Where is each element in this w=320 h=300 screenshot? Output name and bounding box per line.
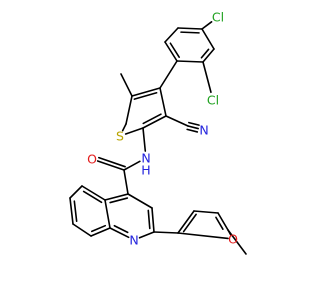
bond-1: [177, 27, 203, 30]
bond-33: [138, 231, 155, 239]
structure-canvas: Cl Cl S N N H O N O: [69, 9, 247, 255]
atom-label-s: S: [116, 129, 124, 144]
atom-label-n-amide: N: [141, 151, 150, 166]
atom-label-n-nitrile: N: [199, 123, 208, 138]
molecule-drawing: Cl Cl S N N H O N O: [69, 9, 247, 255]
bond-44: [72, 223, 92, 237]
bond-32: [147, 209, 151, 230]
bond-15: [121, 123, 127, 132]
bond-27: [96, 160, 125, 171]
bond-54: [177, 232, 229, 240]
bond-2: [180, 31, 200, 34]
bond-52: [215, 216, 224, 231]
bond-12: [131, 87, 161, 97]
bond-39: [81, 185, 106, 201]
bond-29: [123, 169, 129, 195]
bond-13: [133, 91, 158, 100]
atom-label-o-furan: O: [228, 232, 238, 247]
bond-20: [120, 73, 133, 97]
bond-46: [90, 224, 107, 233]
bond-50: [193, 210, 219, 214]
atom-label-n-quinoline: N: [129, 233, 138, 248]
bond-10: [202, 61, 212, 94]
bond-36: [104, 199, 111, 229]
bond-22: [186, 128, 199, 133]
atom-label-cl-top: Cl: [212, 10, 224, 25]
bond-4: [164, 41, 178, 62]
bond-17: [142, 115, 167, 129]
bond-14: [125, 95, 133, 125]
bond-55: [227, 229, 247, 255]
bond-24: [188, 121, 200, 126]
bond-3: [164, 27, 179, 43]
bond-41: [69, 185, 83, 199]
bond-layer: [69, 20, 247, 255]
bond-23: [187, 125, 199, 130]
bond-34: [109, 227, 130, 239]
bond-38: [109, 197, 129, 204]
atom-label-o-carbonyl: O: [87, 152, 97, 167]
bond-51: [217, 212, 229, 231]
bond-6: [176, 60, 204, 63]
bond-43: [73, 200, 78, 223]
bond-42: [69, 197, 74, 225]
bond-26: [123, 160, 141, 171]
bond-45: [90, 227, 111, 237]
bond-48: [177, 210, 195, 234]
bond-47: [153, 231, 179, 234]
bond-21: [165, 115, 189, 127]
bond-0: [201, 20, 213, 30]
bond-19: [159, 87, 167, 117]
atom-label-cl-ortho: Cl: [207, 93, 219, 108]
bond-8: [200, 48, 210, 59]
bond-28: [98, 156, 126, 168]
bond-16: [124, 127, 144, 135]
bond-9: [201, 28, 215, 50]
bond-49: [182, 213, 197, 233]
bond-7: [202, 48, 215, 63]
bond-35: [113, 224, 129, 234]
bond-37: [104, 193, 129, 201]
bond-5: [169, 42, 180, 58]
bond-30: [127, 193, 153, 209]
atom-label-h-amide: H: [141, 163, 150, 178]
bond-40: [82, 190, 103, 204]
bond-18: [142, 113, 162, 125]
bond-11: [159, 60, 178, 89]
bond-31: [151, 207, 155, 233]
bond-25: [142, 127, 147, 152]
